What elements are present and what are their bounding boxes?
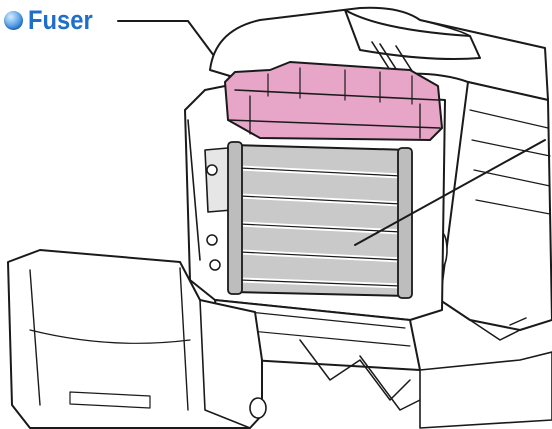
belt-leader-line xyxy=(354,139,546,246)
fuser-callout-label: Fuser xyxy=(28,5,93,35)
front-door xyxy=(7,249,267,429)
transfer-belt-unit xyxy=(227,139,546,299)
printer-side-panel xyxy=(434,81,552,341)
fuser-unit xyxy=(224,61,443,141)
callout-bullet-icon xyxy=(4,11,23,30)
printer-base xyxy=(419,351,552,429)
